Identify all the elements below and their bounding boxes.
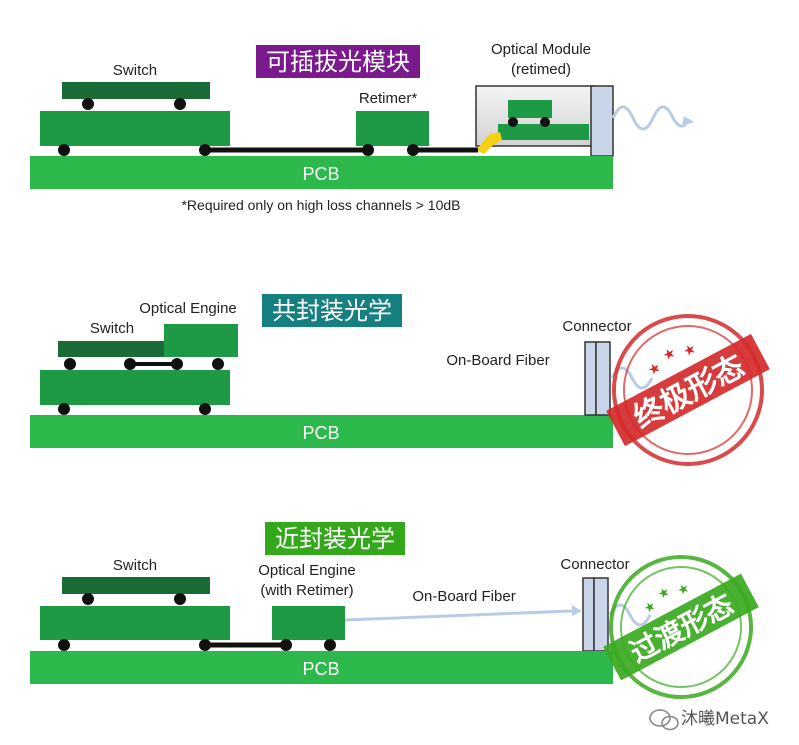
switch-package [40, 606, 230, 640]
watermark: 沐曦MetaX [649, 709, 769, 731]
fiber-arrow-icon [572, 605, 582, 616]
wechat-icon [649, 709, 679, 731]
title-badge [265, 522, 405, 555]
svg-text:★: ★ [675, 581, 692, 600]
pcb [30, 156, 613, 189]
switch-die [62, 577, 210, 594]
svg-text:★: ★ [655, 584, 672, 603]
fiber-label: On-Board Fiber [412, 588, 515, 605]
on-board-fiber [344, 609, 573, 622]
panel-npo: 近封装光学 Switch Optical Engine (with Retime… [30, 522, 759, 699]
module-connector-latch [476, 132, 502, 154]
panel-cpo: 共封装光学 Optical Engine Switch PCB On-Board… [30, 294, 770, 466]
panel-title: 可插拔光模块 [266, 48, 410, 76]
fiber-wave [611, 105, 689, 131]
module-label-line1: Optical Module [491, 41, 591, 58]
package-substrate [40, 370, 230, 405]
module-board [498, 124, 589, 140]
switch-die [58, 341, 164, 357]
panel-pluggable: 可插拔光模块 Optical Module (retimed) Switch R… [30, 41, 694, 213]
retimer-chip [356, 111, 429, 146]
connector-right [593, 577, 609, 652]
module-faceplate [590, 85, 614, 157]
svg-text:★: ★ [645, 359, 664, 379]
switch-die [62, 82, 210, 99]
pcb-label: PCB [302, 659, 339, 679]
pcb [30, 415, 613, 448]
fiber-arrow-icon [682, 116, 694, 126]
engine-label: Optical Engine [139, 300, 237, 317]
optical-engine [164, 324, 238, 357]
engine-label-line1: Optical Engine [258, 562, 356, 579]
watermark-text: 沐曦MetaX [681, 709, 769, 729]
title-badge [262, 294, 402, 327]
footnote: *Required only on high loss channels > 1… [181, 197, 460, 213]
svg-text:★: ★ [660, 345, 679, 365]
connector-left [582, 577, 595, 652]
switch-label: Switch [113, 62, 157, 79]
switch-label: Switch [90, 320, 134, 337]
switch-package [40, 111, 230, 146]
panel-title: 近封装光学 [275, 525, 395, 553]
optical-engine [272, 606, 345, 640]
connector-left [584, 341, 597, 416]
module-chip [508, 100, 552, 118]
pcb-label: PCB [302, 423, 339, 443]
retimer-label: Retimer* [359, 90, 418, 107]
connector-right [595, 341, 611, 416]
title-badge [256, 45, 420, 78]
svg-text:★: ★ [681, 340, 700, 360]
svg-text:★: ★ [641, 598, 658, 617]
connector-label: Connector [562, 318, 631, 335]
switch-label: Switch [113, 557, 157, 574]
module-label-line2: (retimed) [511, 61, 571, 78]
engine-label-line2: (with Retimer) [260, 582, 353, 599]
fiber-label: On-Board Fiber [446, 352, 549, 369]
connector-label: Connector [560, 556, 629, 573]
panel-title: 共封装光学 [272, 297, 392, 325]
pcb-label: PCB [302, 164, 339, 184]
pcb [30, 651, 613, 684]
